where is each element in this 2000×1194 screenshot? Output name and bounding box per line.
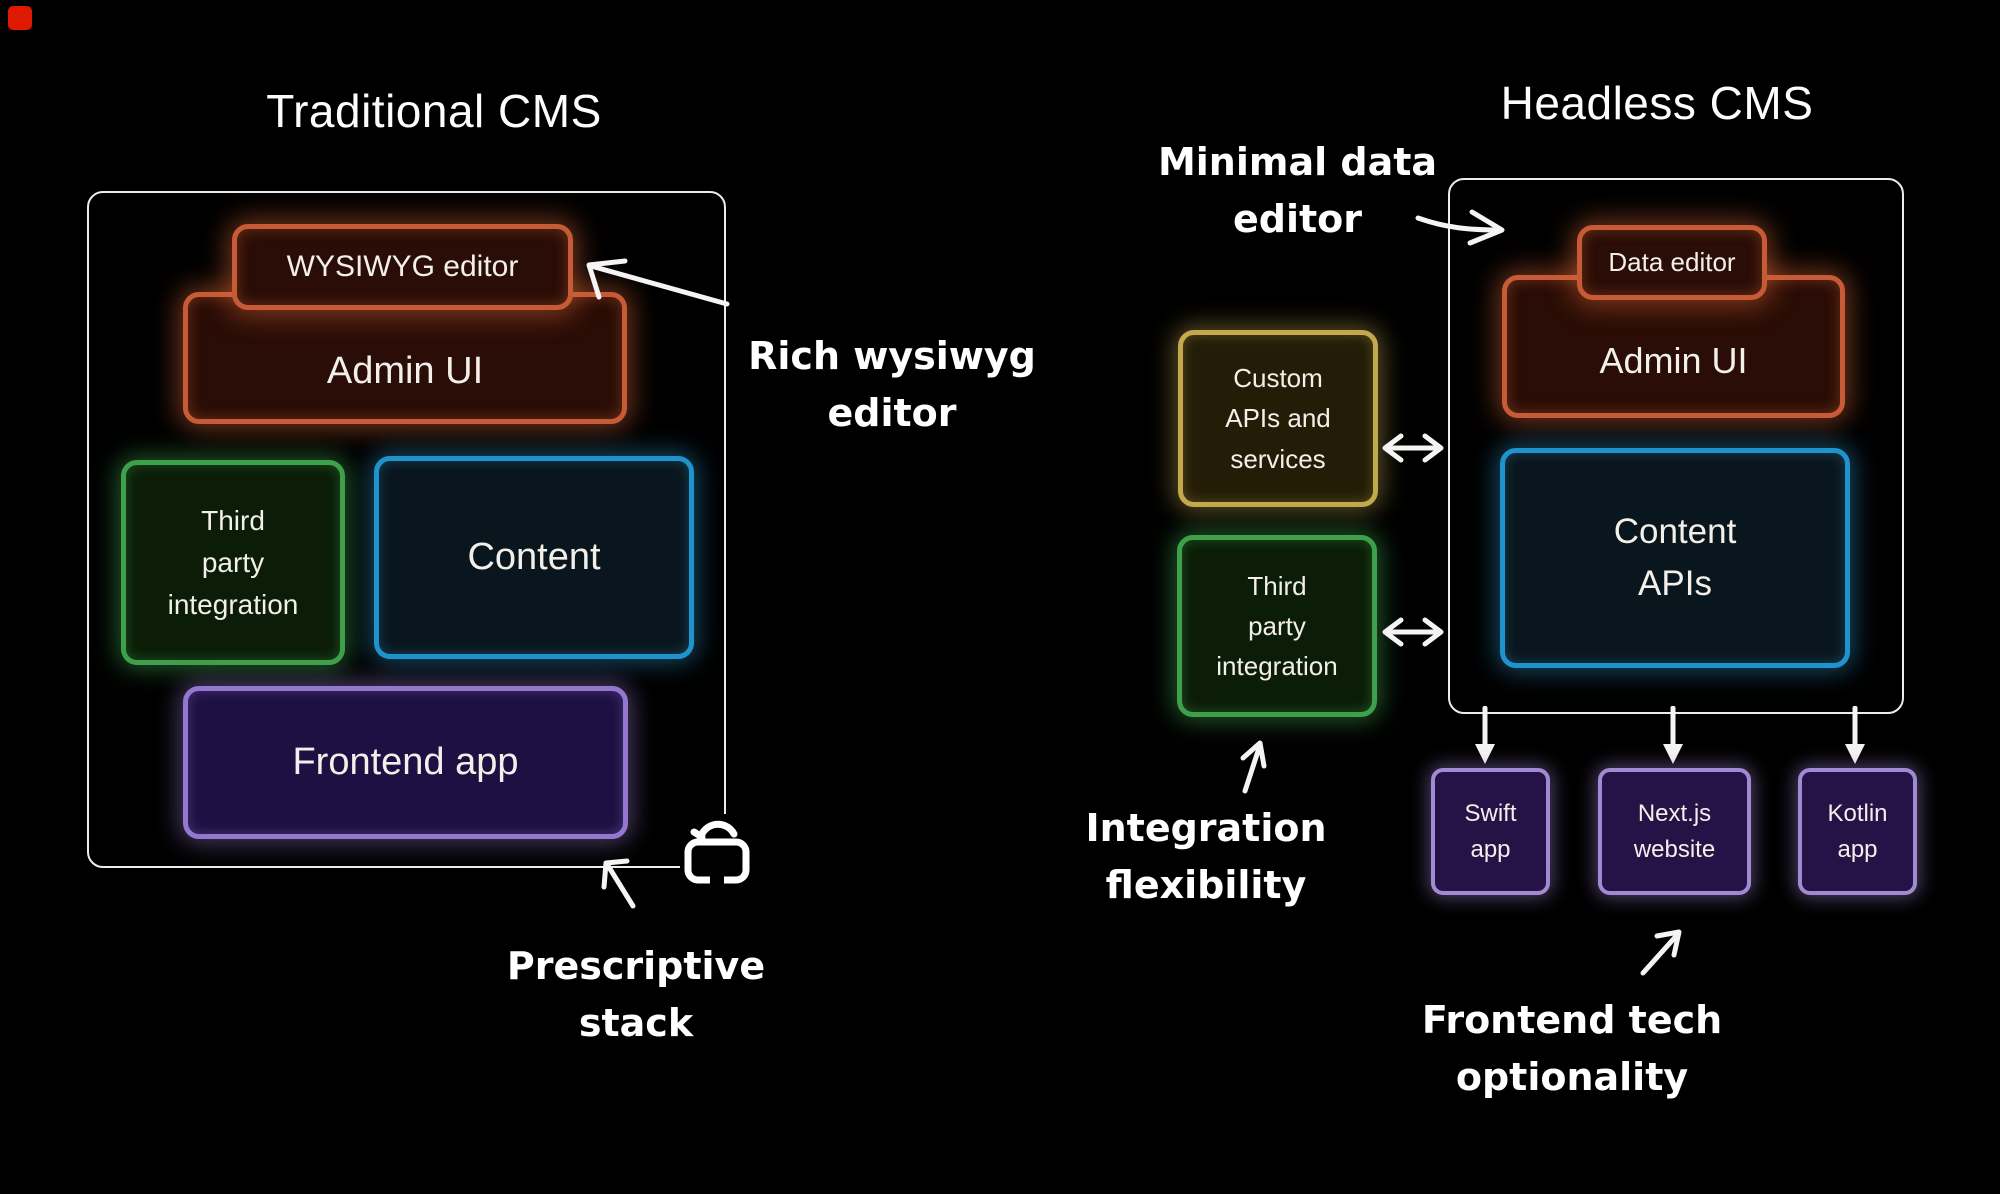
rich-wysiwyg-note: Rich wysiwyg editor xyxy=(748,334,1036,435)
nextjs-website-arrow-icon xyxy=(1663,706,1683,764)
wysiwyg-editor-label: WYSIWYG editor xyxy=(286,250,519,283)
third-party-integration-box-right: Third party integration xyxy=(1177,535,1377,717)
swift-app-label: Swift app xyxy=(1464,799,1517,863)
red-corner-marker xyxy=(8,6,32,30)
rich-wysiwyg-arrow-icon xyxy=(586,258,730,307)
data-editor-label: Data editor xyxy=(1608,247,1736,278)
content-apis-box: Content APIs xyxy=(1500,448,1850,668)
data-editor-box: Data editor xyxy=(1577,225,1767,300)
minimal-data-editor-arrow-icon xyxy=(1415,209,1505,246)
integration-flexibility-arrow-icon xyxy=(1240,740,1267,794)
content-box: Content xyxy=(374,456,694,659)
frontend-app-label: Frontend app xyxy=(292,741,519,783)
kotlin-app-box: Kotlin app xyxy=(1798,768,1917,895)
admin-ui-box: Admin UI xyxy=(183,292,627,424)
traditional-cms-container xyxy=(87,191,726,868)
third-party-integration-box: Third party integration xyxy=(121,460,345,665)
third-party-double-arrow-icon xyxy=(1382,617,1444,647)
nextjs-website-label: Next.js website xyxy=(1633,799,1716,863)
admin-ui-label-right: Admin UI xyxy=(1599,339,1748,381)
third-party-integration-label: Third party integration xyxy=(167,504,299,620)
swift-app-box: Swift app xyxy=(1431,768,1550,895)
kotlin-app-arrow-icon xyxy=(1845,706,1865,764)
integration-flexibility-note: Integration flexibility xyxy=(1085,806,1327,907)
custom-apis-label: Custom APIs and services xyxy=(1225,363,1331,474)
custom-apis-double-arrow-icon xyxy=(1382,433,1444,463)
minimal-data-editor-note: Minimal data editor xyxy=(1157,140,1438,241)
kotlin-app-label: Kotlin app xyxy=(1827,799,1888,863)
third-party-integration-label-right: Third party integration xyxy=(1216,570,1338,682)
traditional-cms-title: Traditional CMS xyxy=(266,85,602,137)
headless-cms-container xyxy=(1448,178,1904,714)
prescriptive-stack-note: Prescriptive stack xyxy=(506,944,766,1045)
frontend-tech-arrow-icon xyxy=(1640,929,1682,976)
swift-app-arrow-icon xyxy=(1475,706,1495,764)
prescriptive-stack-arrow-icon xyxy=(601,858,636,909)
lock-icon xyxy=(680,814,758,886)
frontend-app-box: Frontend app xyxy=(183,686,628,839)
nextjs-website-box: Next.js website xyxy=(1598,768,1751,895)
content-label: Content xyxy=(467,536,601,578)
wysiwyg-editor-box: WYSIWYG editor xyxy=(232,224,573,310)
headless-cms-title: Headless CMS xyxy=(1500,77,1814,129)
content-apis-label: Content APIs xyxy=(1613,511,1737,604)
frontend-tech-note: Frontend tech optionality xyxy=(1421,998,1723,1099)
admin-ui-label: Admin UI xyxy=(326,349,484,392)
custom-apis-box: Custom APIs and services xyxy=(1178,330,1378,507)
